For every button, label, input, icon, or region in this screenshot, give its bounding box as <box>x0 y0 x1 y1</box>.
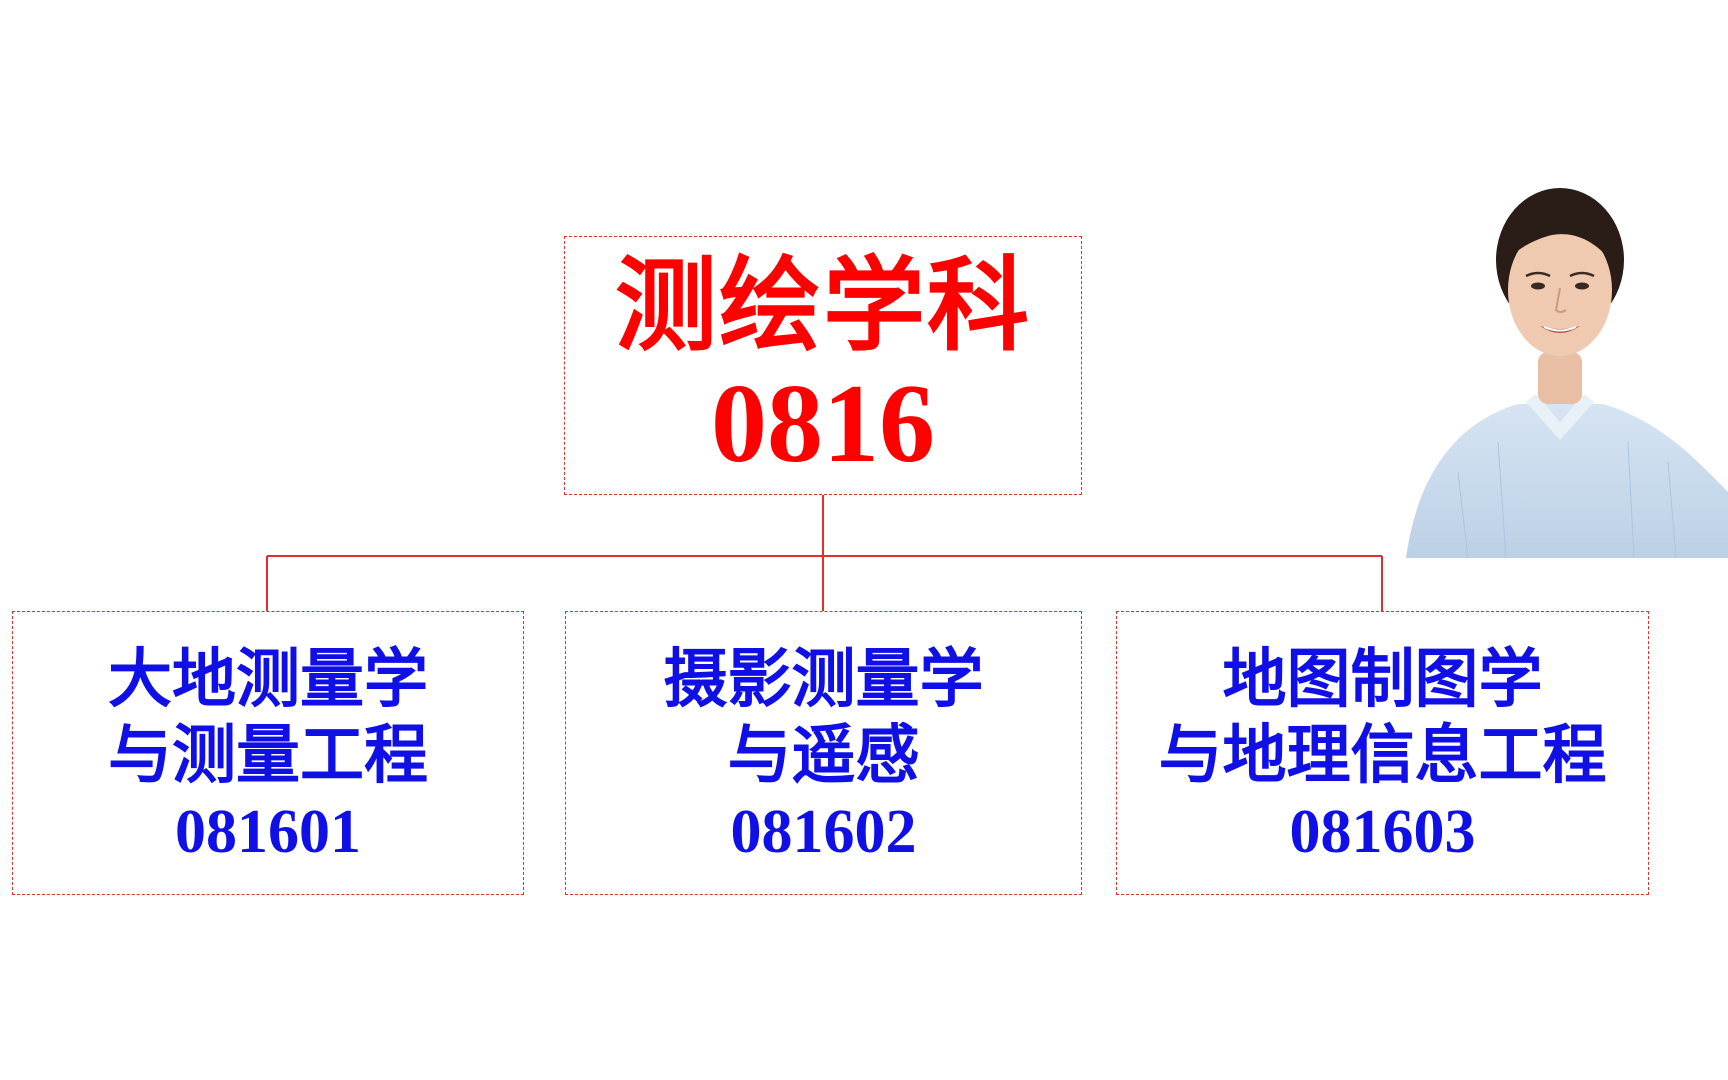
child-node-cartography: 地图制图学 与地理信息工程 081603 <box>1116 611 1649 895</box>
child-title-line1: 摄影测量学 <box>663 642 984 717</box>
root-code: 0816 <box>711 362 935 486</box>
child-title-line2: 与遥感 <box>727 718 920 793</box>
child-node-geodesy: 大地测量学 与测量工程 081601 <box>12 611 524 895</box>
child-title-line1: 大地测量学 <box>108 642 428 717</box>
presenter-video-overlay <box>1398 172 1728 558</box>
child-code: 081602 <box>730 798 917 866</box>
child-title-line2: 与测量工程 <box>108 718 428 793</box>
child-title-line2: 与地理信息工程 <box>1158 718 1607 793</box>
root-node: 测绘学科 0816 <box>564 236 1082 495</box>
child-title-line1: 地图制图学 <box>1222 642 1543 717</box>
presenter-figure <box>1406 188 1728 558</box>
root-title: 测绘学科 <box>615 246 1031 366</box>
child-code: 081603 <box>1289 798 1476 866</box>
child-node-photogrammetry: 摄影测量学 与遥感 081602 <box>565 611 1082 895</box>
child-code: 081601 <box>175 798 361 866</box>
